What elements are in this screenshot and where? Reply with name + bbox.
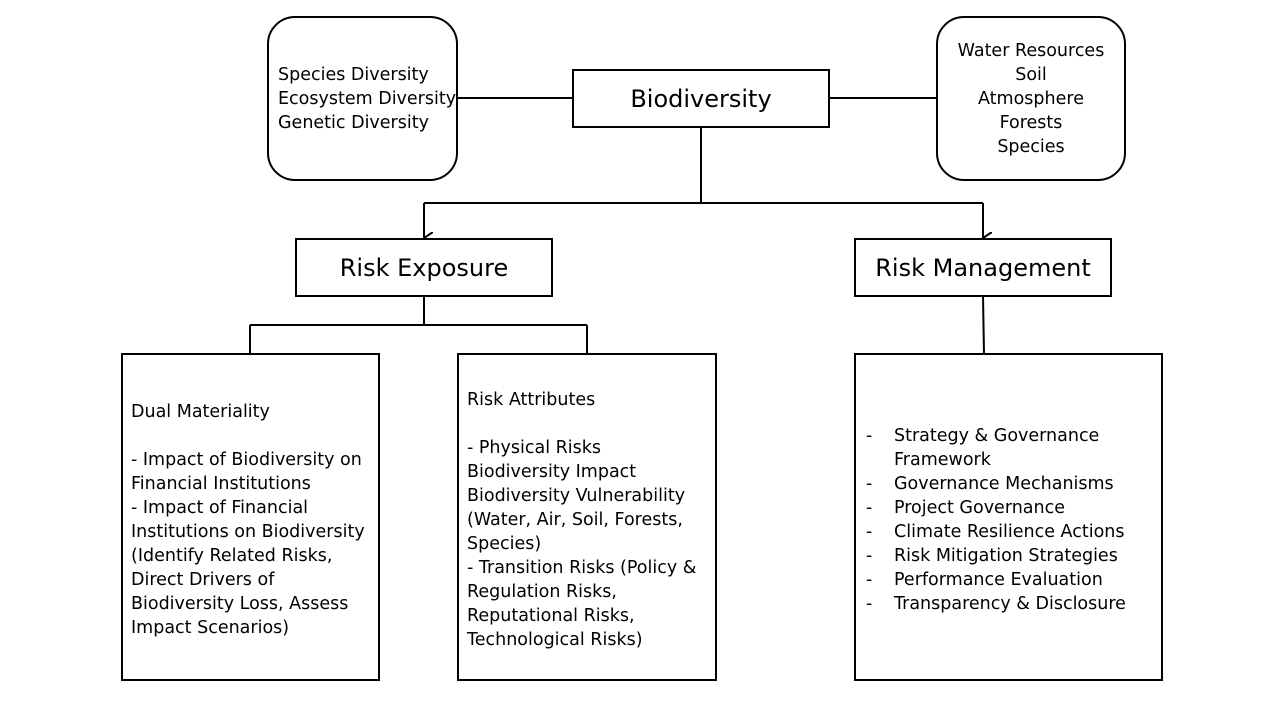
management-item: - Climate Resilience Actions	[866, 520, 1161, 544]
spacer	[467, 412, 707, 436]
text-line: (Water, Air, Soil, Forests,	[467, 510, 683, 530]
level-item: Genetic Diversity	[278, 112, 429, 133]
resource-item: Soil	[1015, 64, 1047, 85]
risk-exposure-label: Risk Exposure	[339, 253, 509, 282]
management-item-text: Governance Mechanisms	[894, 474, 1114, 494]
text-line: - Impact of Financial	[131, 498, 309, 518]
risk-exposure-node: Risk Exposure	[295, 238, 553, 297]
text-line: - Physical Risks	[467, 438, 602, 458]
text-line: Biodiversity Vulnerability	[467, 486, 686, 506]
management-item-text: Project Governance	[894, 498, 1066, 518]
bullet-dash: -	[866, 570, 873, 590]
text-line: Direct Drivers of	[131, 570, 275, 590]
connector-management-down	[982, 295, 985, 355]
resource-item: Atmosphere	[978, 88, 1084, 109]
text-line: Impact Scenarios)	[131, 618, 290, 638]
management-item: - Risk Mitigation Strategies	[866, 544, 1161, 568]
text-line: Biodiversity Impact	[467, 462, 637, 482]
text-line: Regulation Risks,	[467, 582, 617, 602]
management-item-text: Strategy & Governance Framework	[894, 426, 1100, 470]
risk-management-label: Risk Management	[875, 253, 1091, 282]
resource-item: Forests	[999, 112, 1063, 133]
risk-attributes-title: Risk Attributes	[467, 390, 596, 410]
risk-attributes-box: Risk Attributes - Physical Risks Biodive…	[457, 353, 717, 681]
risk-management-box: - Strategy & Governance Framework - Gove…	[854, 353, 1163, 681]
bullet-dash: -	[866, 594, 873, 614]
bullet-dash: -	[866, 426, 873, 446]
management-item: - Performance Evaluation	[866, 568, 1161, 592]
dual-materiality-box: Dual Materiality - Impact of Biodiversit…	[121, 353, 380, 681]
risk-management-node: Risk Management	[854, 238, 1112, 297]
text-line: - Transition Risks (Policy &	[467, 558, 697, 578]
bullet-dash: -	[866, 546, 873, 566]
management-item: - Governance Mechanisms	[866, 472, 1161, 496]
text-line: Biodiversity Loss, Assess	[131, 594, 349, 614]
biodiversity-node: Biodiversity	[572, 69, 830, 128]
management-item: - Strategy & Governance Framework	[866, 424, 1161, 472]
bullet-dash: -	[866, 522, 873, 542]
management-item: - Transparency & Disclosure	[866, 592, 1161, 616]
biodiversity-levels-box: Species Diversity Ecosystem Diversity Ge…	[267, 16, 458, 181]
text-line: (Identify Related Risks,	[131, 546, 333, 566]
text-line: Financial Institutions	[131, 474, 311, 494]
level-item: Ecosystem Diversity	[278, 88, 457, 109]
resource-item: Species	[997, 136, 1065, 157]
resources-box: Water Resources Soil Atmosphere Forests …	[936, 16, 1126, 181]
level-item: Species Diversity	[278, 64, 429, 85]
text-line: Technological Risks)	[467, 630, 643, 650]
management-item-text: Climate Resilience Actions	[894, 522, 1125, 542]
dual-materiality-title: Dual Materiality	[131, 402, 270, 422]
management-item: - Project Governance	[866, 496, 1161, 520]
resource-item: Water Resources	[957, 40, 1105, 61]
text-line: Reputational Risks,	[467, 606, 635, 626]
text-line: Institutions on Biodiversity	[131, 522, 365, 542]
biodiversity-label: Biodiversity	[630, 84, 772, 113]
text-line: - Impact of Biodiversity on	[131, 450, 362, 470]
management-item-text: Risk Mitigation Strategies	[894, 546, 1118, 566]
bullet-dash: -	[866, 474, 873, 494]
text-line: Species)	[467, 534, 542, 554]
bullet-dash: -	[866, 498, 873, 518]
management-item-text: Performance Evaluation	[894, 570, 1103, 590]
spacer	[131, 424, 370, 448]
management-item-text: Transparency & Disclosure	[894, 594, 1126, 614]
